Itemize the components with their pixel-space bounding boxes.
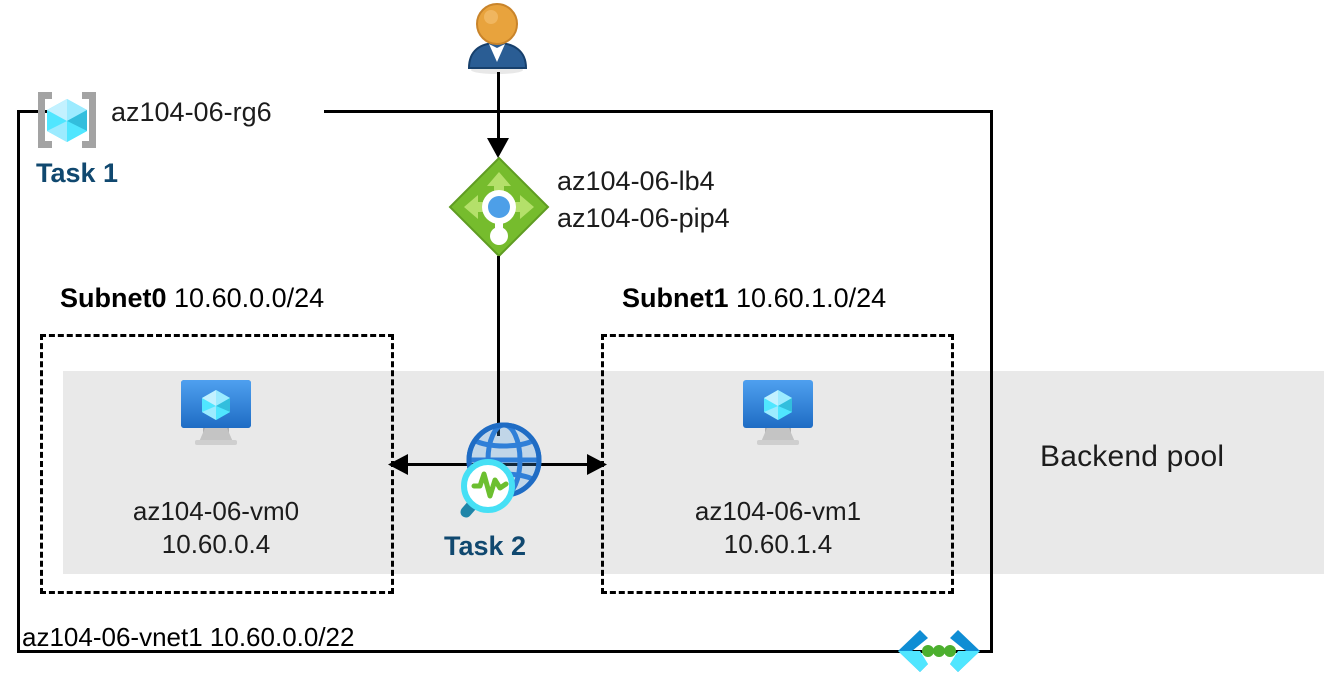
resource-group-boundary — [17, 110, 993, 653]
vm0-name: az104-06-vm0 — [132, 496, 300, 526]
subnet0-name: Subnet0 — [60, 283, 167, 313]
public-ip-name: az104-06-pip4 — [557, 203, 730, 234]
connector-lb-to-network-watcher — [497, 256, 500, 436]
backend-pool-label: Backend pool — [1040, 440, 1225, 473]
backend-pool-band — [63, 371, 1324, 574]
subnet0-cidr: 10.60.0.0/24 — [174, 283, 325, 313]
network-watcher-icon — [452, 416, 548, 518]
vnet-label: az104-06-vnet1 10.60.0.0/22 — [22, 622, 355, 652]
resource-group-name: az104-06-rg6 — [111, 97, 272, 127]
arrowhead-user-to-lb — [487, 138, 509, 158]
load-balancer-icon — [448, 156, 550, 258]
vm0-labels: az104-06-vm0 10.60.0.4 — [106, 495, 326, 562]
load-balancer-name: az104-06-lb4 — [557, 166, 715, 196]
virtual-machine-icon — [739, 378, 817, 448]
subnet1-label: Subnet1 10.60.1.0/24 — [622, 283, 886, 314]
resource-group-icon — [30, 89, 104, 151]
vm1-ip: 10.60.1.4 — [723, 529, 833, 560]
task-2-label: Task 2 — [444, 531, 527, 561]
subnet1-name: Subnet1 — [622, 283, 729, 313]
connector-user-to-lb — [497, 72, 500, 144]
virtual-machine-icon — [177, 378, 255, 448]
subnet1-cidr: 10.60.1.0/24 — [736, 283, 887, 313]
vm1-name: az104-06-vm1 — [694, 496, 862, 526]
load-balancer-labels: az104-06-lb4 az104-06-pip4 — [557, 163, 730, 238]
resource-group-top-border-right — [324, 110, 993, 113]
arrowhead-right — [587, 454, 607, 475]
subnet0-label: Subnet0 10.60.0.0/24 — [60, 283, 324, 314]
vm0-ip: 10.60.0.4 — [161, 529, 271, 560]
vm1-labels: az104-06-vm1 10.60.1.4 — [668, 495, 888, 562]
user-icon — [461, 2, 534, 75]
task-1-label: Task 1 — [36, 158, 119, 188]
virtual-network-icon — [898, 628, 980, 674]
arrowhead-left — [388, 454, 408, 475]
